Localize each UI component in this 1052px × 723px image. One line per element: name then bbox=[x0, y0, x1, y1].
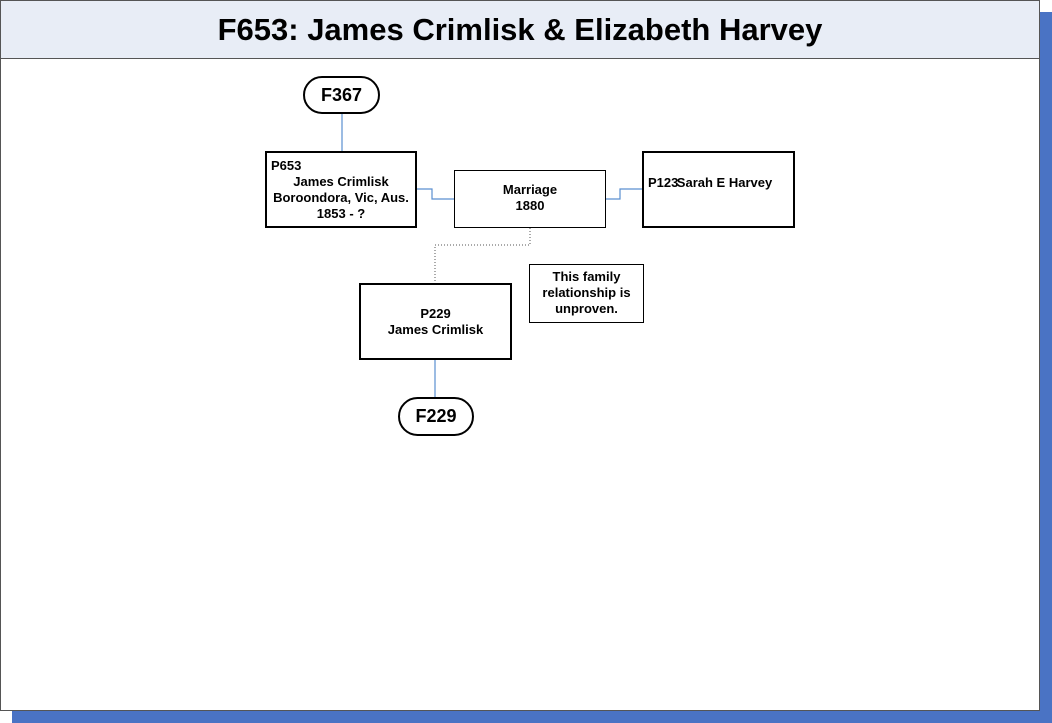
person-node-p229[interactable]: P229 James Crimlisk bbox=[359, 283, 512, 360]
family-id-label: F229 bbox=[415, 406, 457, 426]
note-line-1: This family bbox=[552, 269, 621, 284]
husband-marriage-connector bbox=[416, 188, 455, 200]
note-line-3: unproven. bbox=[555, 301, 618, 316]
marriage-label: Marriage bbox=[502, 182, 558, 197]
title-bar: F653: James Crimlisk & Elizabeth Harvey bbox=[1, 1, 1039, 59]
family-node-f229[interactable]: F229 bbox=[398, 397, 474, 436]
person-id: P653 bbox=[271, 158, 302, 173]
person-name: James Crimlisk bbox=[293, 174, 389, 189]
marriage-year: 1880 bbox=[515, 198, 545, 213]
person-id: P229 bbox=[420, 306, 451, 321]
chart-page: F653: James Crimlisk & Elizabeth Harvey bbox=[0, 0, 1040, 711]
family-id-label: F367 bbox=[320, 84, 363, 105]
marriage-wife-connector bbox=[605, 188, 643, 200]
person-id: P123 bbox=[648, 175, 679, 190]
person-node-p123[interactable]: P123 Sarah E Harvey bbox=[642, 151, 795, 228]
unproven-note: This family relationship is unproven. bbox=[529, 264, 644, 323]
note-line-2: relationship is bbox=[542, 285, 631, 300]
person-place: Boroondora, Vic, Aus. bbox=[273, 190, 409, 205]
person-name: James Crimlisk bbox=[387, 322, 484, 337]
person-node-p653[interactable]: P653 James Crimlisk Boroondora, Vic, Aus… bbox=[265, 151, 417, 228]
page-title: F653: James Crimlisk & Elizabeth Harvey bbox=[217, 11, 823, 47]
person-dates: 1853 - ? bbox=[316, 206, 366, 221]
unproven-child-connector bbox=[434, 228, 531, 284]
marriage-node[interactable]: Marriage 1880 bbox=[454, 170, 606, 228]
person-name: Sarah E Harvey bbox=[676, 175, 773, 190]
family-node-f367[interactable]: F367 bbox=[303, 76, 380, 114]
